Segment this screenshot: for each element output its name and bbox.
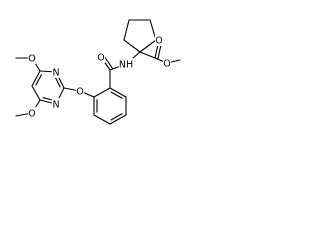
bond-cpR2-cQ (139, 39, 157, 53)
bond-cpL2-cpL (123, 19, 130, 41)
molecule-structure: O O N N O O NH O O (15, 19, 181, 125)
ome-top-oxygen-label: O (28, 53, 35, 64)
amide-oxygen-label-bg (96, 51, 106, 63)
ome-top-oxygen-label-bg (27, 52, 37, 64)
pyrimidine-n-top-label-bg (51, 66, 61, 78)
pyrimidine-n-top-label: N (52, 67, 59, 78)
ome-bottom-oxygen-label: O (28, 108, 35, 119)
bond-b3-b4-inner (110, 113, 123, 121)
ether-oxygen-label-bg (75, 85, 85, 97)
pyrimidine-n-bottom-label-bg (51, 98, 61, 110)
amide-nh-label-bg (118, 58, 134, 70)
atom-labels: O O N N O O NH O O (27, 34, 172, 119)
bond-b6-b1 (93, 87, 111, 98)
bond-b1-b2-inner (110, 91, 123, 99)
ether-oxygen-label: O (76, 86, 83, 97)
ester-oxygen-label: O (163, 58, 170, 69)
ome-bottom-oxygen-label-bg (27, 107, 37, 119)
pyrimidine-n-bottom-label: N (52, 99, 59, 110)
amide-nh-label: NH (119, 59, 133, 70)
bond-pT-pC (31, 70, 41, 87)
bond-cQ-cE (139, 51, 156, 59)
bond-b4-b5 (93, 114, 111, 125)
ester-carbonyl-oxygen-label-bg (154, 34, 164, 46)
bond-cQ-cpL2 (123, 39, 141, 53)
bond-pC-pB (31, 85, 41, 101)
amide-oxygen-label: O (97, 52, 104, 63)
ester-carbonyl-oxygen-label: O (155, 35, 162, 46)
bond-b1-b2 (109, 87, 127, 98)
bond-b3-b4 (109, 114, 127, 125)
ester-oxygen-label-bg (162, 57, 172, 69)
bond-pT-pC-inner (35, 74, 42, 86)
